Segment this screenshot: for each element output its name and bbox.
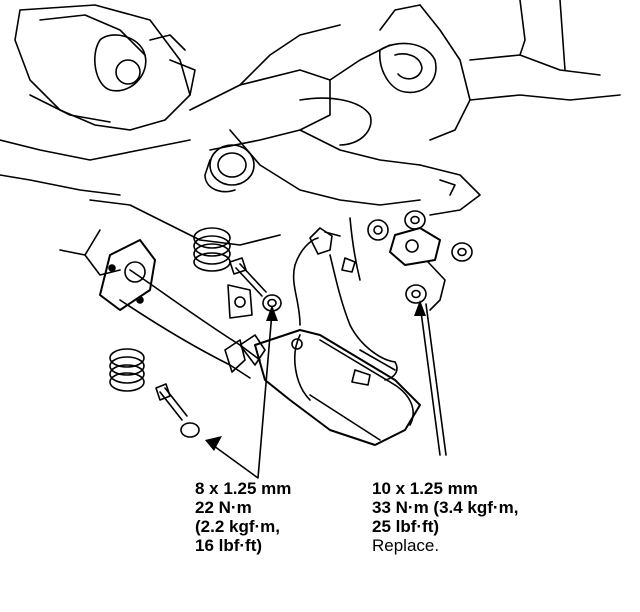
spring-lower: [109, 348, 145, 392]
bolt-size-8mm: 8 x 1.25 mm: [195, 479, 292, 498]
torque-lbf-8mm: 16 lbf·ft): [195, 536, 263, 555]
mounting-bracket: [227, 284, 253, 319]
torque-lbf-10mm: 25 lbf·ft): [372, 517, 440, 536]
flange-gasket-set: [349, 210, 473, 311]
torque-nm-8mm: 22 N·m: [195, 498, 252, 517]
torque-nm-10mm: 33 N·m (3.4 kgf·m,: [372, 498, 519, 517]
catalytic-converter: [224, 329, 421, 446]
exhaust-pipe: [99, 239, 261, 379]
engine-subframe-background: [0, 0, 621, 276]
torque-spec-8mm: 8 x 1.25 mm 22 N·m (2.2 kgf·m, 16 lbf·ft…: [195, 479, 291, 555]
torque-kgf-8mm: (2.2 kgf·m,: [195, 517, 281, 536]
oxygen-sensor-harness: [292, 227, 398, 386]
replace-note: Replace.: [372, 536, 440, 555]
spring-upper: [193, 227, 231, 272]
arrow-to-flange-nut: [414, 300, 426, 316]
arrowheads: [205, 300, 426, 451]
bolt-upper: [229, 257, 267, 297]
arrow-to-lower-bolt: [205, 436, 222, 451]
arrow-to-upper-bolt: [266, 305, 278, 321]
bolt-size-10mm: 10 x 1.25 mm: [372, 479, 478, 498]
flange-bolt-lower: [155, 383, 200, 438]
leader-line-lower: [213, 445, 259, 479]
torque-spec-10mm: 10 x 1.25 mm 33 N·m (3.4 kgf·m, 25 lbf·f…: [372, 479, 518, 555]
leader-lines: [257, 303, 447, 479]
rubber-mount-bushing: [204, 144, 255, 193]
